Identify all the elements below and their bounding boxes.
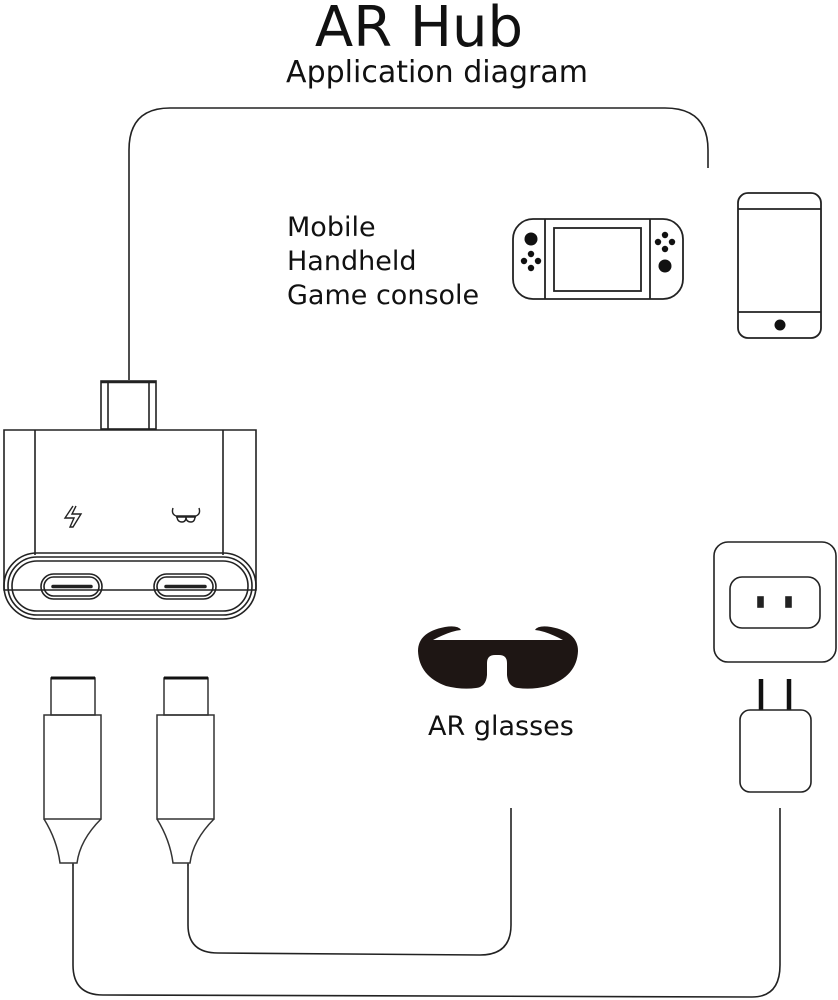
source-device-label-game-console: Game console — [287, 280, 480, 311]
wire-power-cable — [72, 808, 781, 998]
smartphone-icon — [737, 192, 822, 339]
usb-c-cable-plug-glasses — [156, 676, 215, 866]
usb-c-port-glasses — [153, 573, 217, 600]
ar-hub-device — [3, 380, 257, 620]
lightning-icon — [63, 505, 83, 528]
source-devices-label: Mobile Handheld Game console — [287, 211, 479, 313]
wall-outlet-icon — [713, 541, 837, 663]
ar-glasses-icon — [418, 626, 578, 689]
usb-c-cable-plug-power — [43, 676, 102, 866]
ar-glasses-label: AR glasses — [428, 711, 574, 742]
source-device-label-mobile: Mobile — [287, 212, 376, 243]
hub-usb-c-plug — [100, 380, 157, 430]
wire-glasses-cable — [187, 808, 512, 956]
wire-hub-to-phone — [128, 107, 709, 380]
page-subtitle: Application diagram — [286, 55, 588, 90]
glasses-icon — [171, 507, 201, 523]
page-title: AR Hub — [314, 0, 524, 60]
source-device-label-handheld: Handheld — [287, 246, 417, 277]
power-adapter-icon — [739, 679, 812, 793]
handheld-console-icon — [512, 218, 684, 300]
usb-c-port-power — [40, 573, 103, 600]
